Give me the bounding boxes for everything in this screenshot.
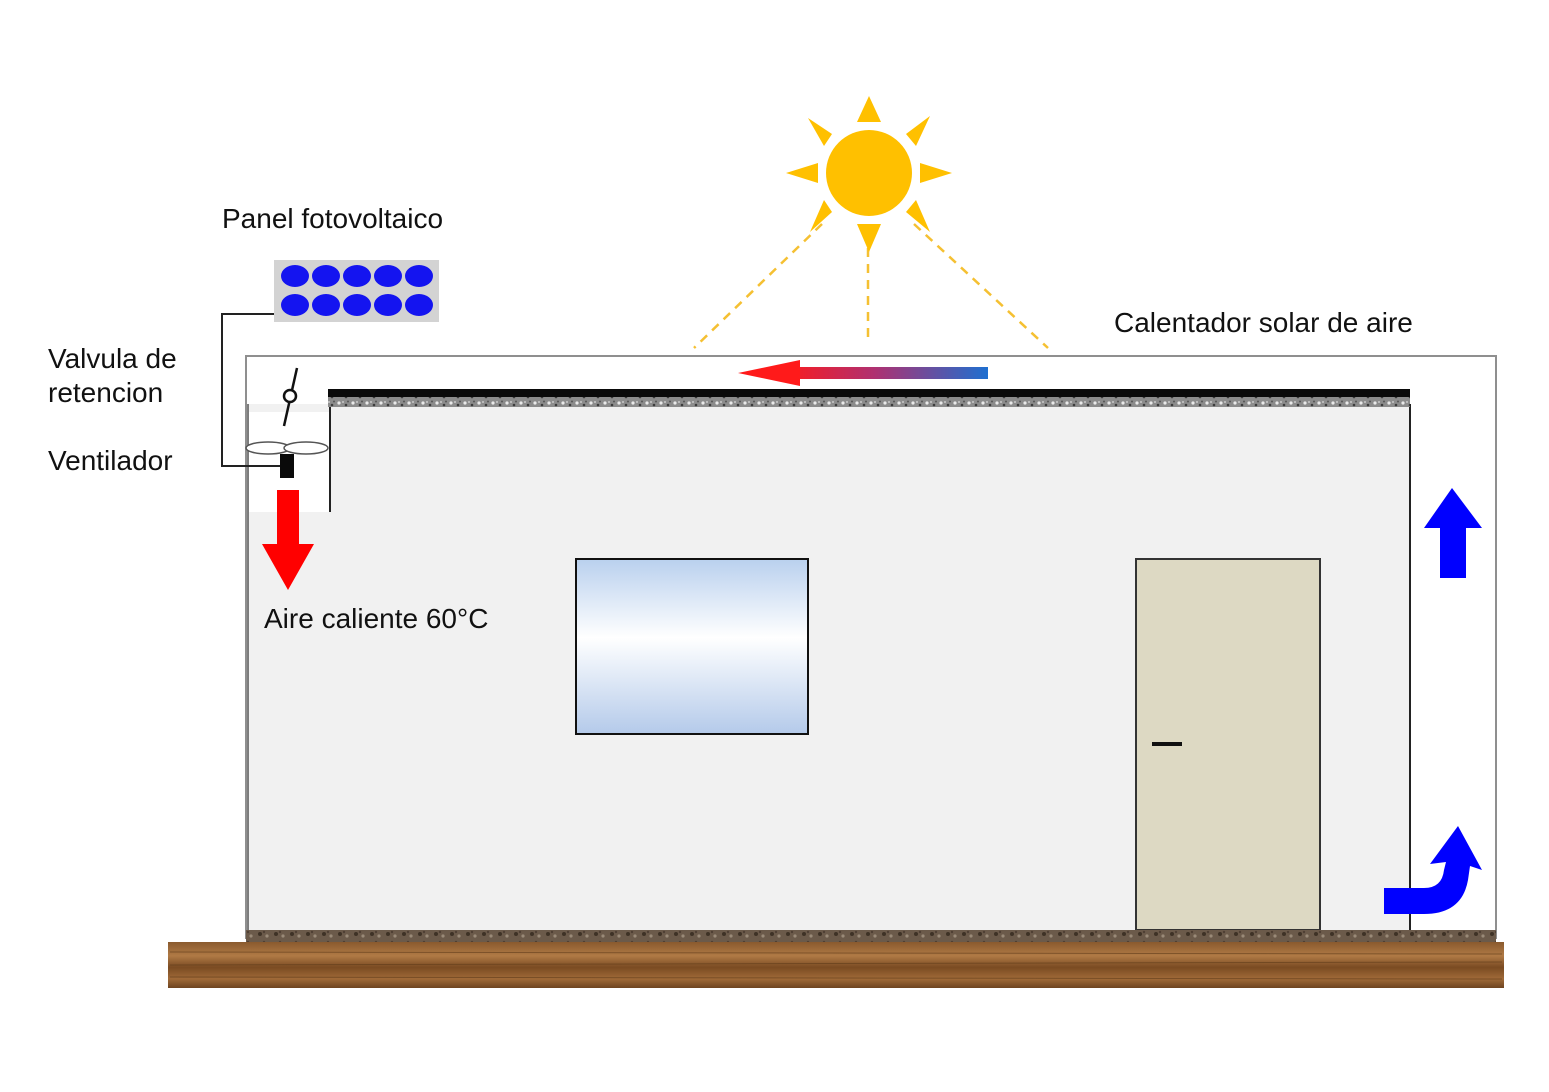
label-valvula-line2: retencion [48, 377, 164, 408]
solar-panel-icon [274, 260, 439, 322]
check-valve-icon [282, 367, 299, 427]
hot-air-arrow [262, 490, 314, 590]
cold-air-arrow-up [1424, 488, 1482, 578]
label-aire-caliente: Aire caliente 60°C [264, 603, 489, 634]
label-calentador-solar: Calentador solar de aire [1114, 307, 1413, 338]
label-panel-fotovoltaico: Panel fotovoltaico [222, 203, 444, 234]
sun-icon [786, 96, 952, 252]
label-ventilador: Ventilador [48, 445, 173, 476]
label-valvula-retencion: Valvula de retencion [48, 342, 177, 410]
cold-air-arrow-intake [1384, 826, 1482, 914]
airflow-arrow-collector [738, 360, 988, 386]
ground-grain [169, 951, 1503, 980]
absorber-plate [328, 389, 1410, 397]
fan-icon [245, 441, 329, 478]
label-valvula-line1: Valvula de [48, 343, 177, 374]
door-handle [1152, 742, 1182, 746]
floor-strip [246, 930, 1496, 944]
pv-wire [221, 313, 282, 467]
window [575, 558, 809, 735]
roof-insulation [328, 397, 1410, 407]
sun-rays [693, 223, 1049, 349]
